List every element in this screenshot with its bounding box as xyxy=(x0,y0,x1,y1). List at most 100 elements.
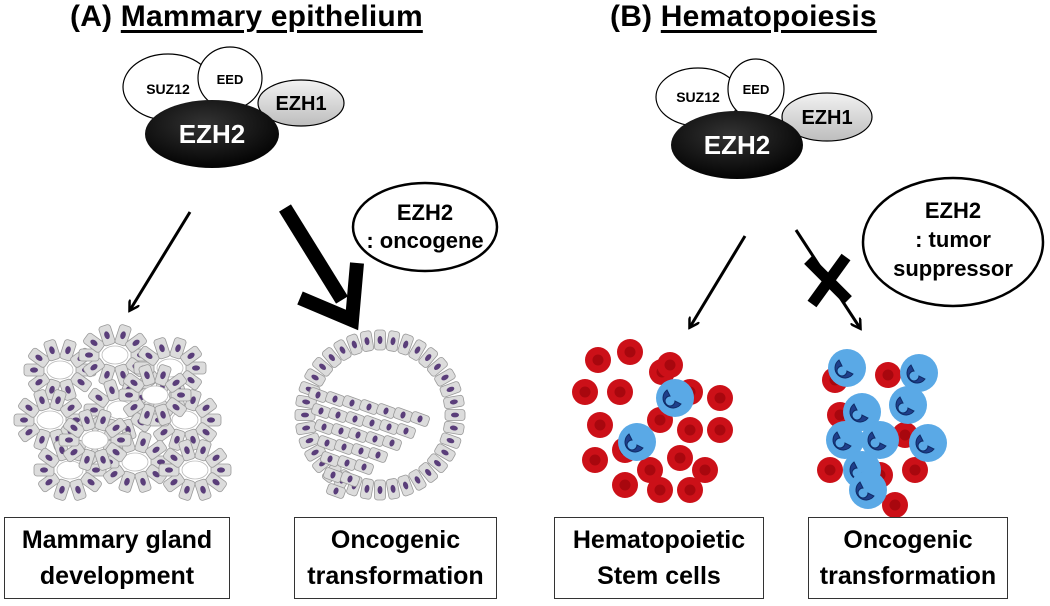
panel-a-ezh2-subunit xyxy=(145,100,279,168)
epithelial-cell xyxy=(397,474,414,497)
epithelial-cell xyxy=(178,478,196,501)
epithelial-cell xyxy=(69,478,87,501)
epithelial-cell xyxy=(170,388,192,402)
panel-a-title: (A) Mammary epithelium xyxy=(70,0,423,34)
epithelial-cell xyxy=(33,463,55,477)
epithelial-cell xyxy=(323,467,343,483)
epithelial-cell xyxy=(33,428,51,451)
panel-b-prc2-complex: SUZ12 EED EZH1 EZH2 xyxy=(655,58,873,179)
epithelial-cell xyxy=(63,442,85,463)
oncogenic-blood-cell-cluster xyxy=(817,349,947,518)
epithelial-cell xyxy=(98,324,116,347)
epithelial-cell xyxy=(163,447,185,468)
epithelial-cell xyxy=(333,339,352,361)
epithelial-cell xyxy=(427,453,448,474)
epithelial-cell xyxy=(359,330,375,352)
panel-a-ezh1-subunit xyxy=(257,79,345,127)
epithelial-cell xyxy=(314,419,334,435)
blast-cell xyxy=(900,354,938,392)
epithelial-cell xyxy=(28,372,50,393)
epithelial-cell xyxy=(427,356,448,377)
blast-cell xyxy=(889,386,927,424)
epithelial-cell xyxy=(345,411,365,427)
outcome-heme-oncogenic-line1: Oncogenic xyxy=(843,526,973,554)
lumen xyxy=(181,460,209,480)
epithelial-cell xyxy=(125,332,147,353)
lumen xyxy=(121,452,149,472)
outcome-mammary-oncogenic-line1: Oncogenic xyxy=(330,526,461,554)
outcome-stem-line1: Hematopoietic xyxy=(572,526,746,554)
blast-cell xyxy=(861,421,899,459)
panel-b-title: (B) Hematopoiesis xyxy=(610,0,877,34)
epithelial-cell xyxy=(312,356,333,377)
epithelial-cell xyxy=(418,347,439,368)
epithelial-cell xyxy=(205,447,227,468)
epithelial-cell xyxy=(59,339,77,362)
epithelial-cell xyxy=(374,329,386,351)
epithelial-cell xyxy=(443,394,465,410)
panel-a-prefix: (A) xyxy=(70,0,113,33)
epithelial-cell xyxy=(418,462,439,483)
blast-cell xyxy=(909,424,947,462)
epithelial-cell xyxy=(163,472,185,493)
epithelial-cell xyxy=(105,417,127,438)
epithelial-cell xyxy=(180,345,202,366)
panel-b-ezh2-label: EZH2 xyxy=(704,130,770,160)
epithelial-cell xyxy=(134,470,152,493)
epithelial-cell xyxy=(195,397,217,418)
epithelial-cell xyxy=(43,339,61,362)
epithelial-cell xyxy=(114,324,132,347)
blast-cell xyxy=(828,349,866,387)
panel-a-ezh2-label: EZH2 xyxy=(179,119,245,149)
epithelial-cell xyxy=(382,435,402,451)
epithelial-cell xyxy=(194,439,212,462)
epithelial-cell xyxy=(80,472,102,493)
panel-a-thick-arrow xyxy=(279,204,364,331)
panel-a-bubble-line2: : oncogene xyxy=(366,228,483,253)
epithelial-cell xyxy=(304,443,326,462)
epithelial-cell xyxy=(118,470,136,493)
epithelial-cell xyxy=(123,372,145,393)
epithelial-cell xyxy=(83,332,105,353)
mammary-gland-tissue-illustration xyxy=(13,324,232,501)
epithelial-cell xyxy=(210,463,232,477)
panel-b-bubble-line3: suppressor xyxy=(893,256,1013,281)
panel-a-ezh1-label: EZH1 xyxy=(275,93,326,115)
outcome-mammary-development: Mammary gland development xyxy=(4,517,230,599)
panel-b-suz12-label: SUZ12 xyxy=(676,89,720,105)
epithelial-cell xyxy=(298,432,321,449)
epithelial-cell xyxy=(385,330,401,352)
panel-b-prefix: (B) xyxy=(610,0,653,33)
epithelial-cell xyxy=(185,361,207,375)
epithelial-cell xyxy=(154,403,172,426)
epithelial-cell xyxy=(340,471,360,487)
epithelial-cell xyxy=(379,419,399,435)
panel-b-bubble-line2: : tumor xyxy=(915,227,991,252)
epithelial-cell xyxy=(205,472,227,493)
panel-b-block-cross-icon xyxy=(804,253,852,308)
epithelial-cell xyxy=(439,381,462,398)
epithelial-cell xyxy=(145,439,167,460)
epithelial-cell xyxy=(103,464,125,485)
panel-b-ezh1-subunit xyxy=(781,92,873,142)
epithelial-cell xyxy=(23,363,45,377)
epithelial-cell xyxy=(444,409,466,421)
epithelial-cell xyxy=(374,479,386,501)
epithelial-cell xyxy=(145,464,167,485)
epithelial-cell xyxy=(348,427,368,443)
epithelial-cell xyxy=(78,348,100,362)
epithelial-cell xyxy=(195,422,217,443)
epithelial-cell xyxy=(351,443,371,459)
epithelial-cell xyxy=(325,391,345,407)
outcome-hematopoiesis-oncogenic: Oncogenic transformation xyxy=(808,517,1008,599)
blast-cell xyxy=(849,471,887,509)
epithelial-cell xyxy=(13,413,35,427)
panel-a-thin-arrow xyxy=(130,211,192,310)
panel-b-bubble-line1: EZH2 xyxy=(925,198,981,223)
lumen xyxy=(81,430,109,450)
epithelial-cell xyxy=(434,443,456,462)
epithelial-cell xyxy=(94,409,112,432)
epithelial-cell xyxy=(165,397,187,418)
outcome-mammary-oncogenic-line2: transformation xyxy=(307,562,484,590)
